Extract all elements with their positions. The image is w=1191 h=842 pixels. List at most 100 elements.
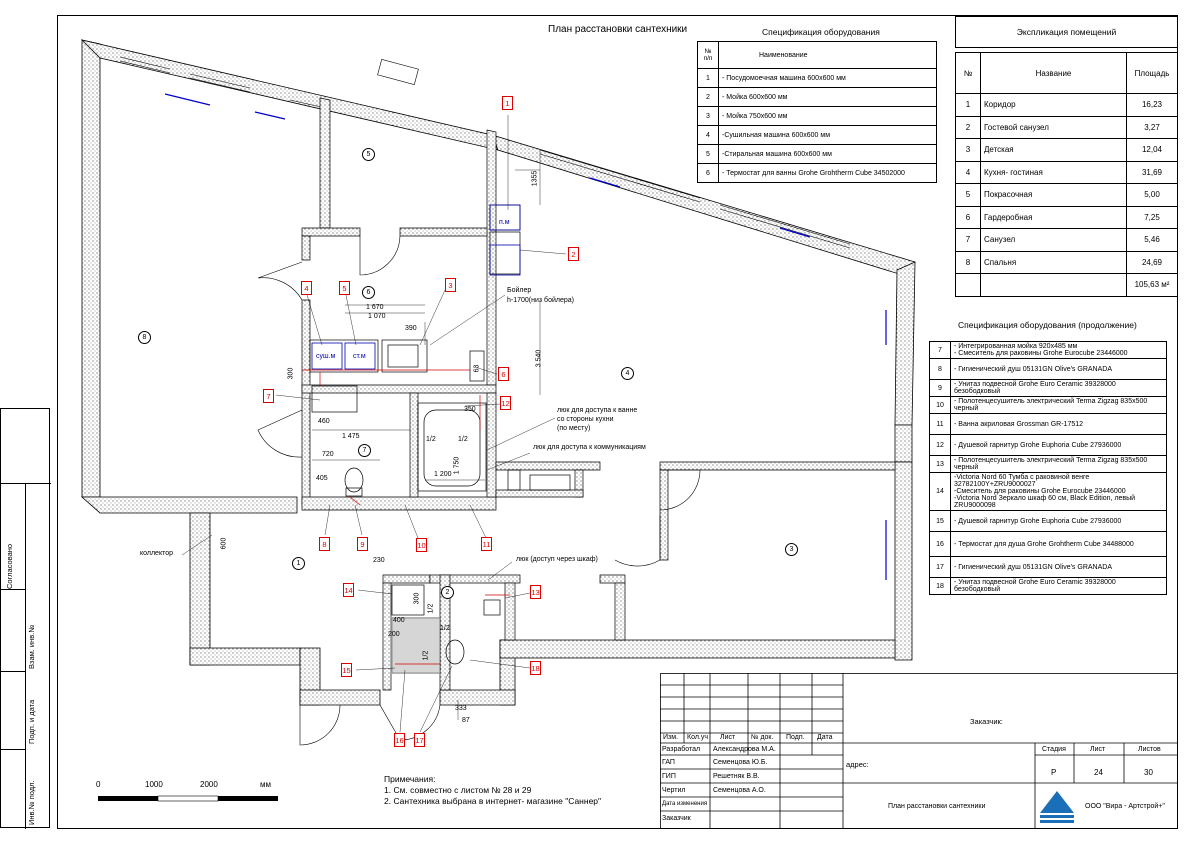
stamp-podp: Подп. bbox=[786, 734, 805, 741]
dim-390: 390 bbox=[405, 325, 417, 332]
stamp-gip-role: ГИП bbox=[662, 773, 676, 780]
stamp-developer-name: Александрова М.А. bbox=[713, 746, 776, 753]
label-washer: ст.м bbox=[353, 353, 366, 360]
expl-name: Санузел bbox=[980, 228, 1127, 252]
label-dishwasher: п.м bbox=[499, 219, 510, 226]
label-hatch-comm: люк для доступа к коммуникациям bbox=[533, 444, 646, 451]
dim-230: 230 bbox=[373, 557, 385, 564]
expl-col-name: Название bbox=[980, 52, 1127, 94]
stamp-stage: Р bbox=[1051, 768, 1057, 777]
dim-half-1: 1/2 bbox=[426, 436, 436, 443]
spec1-no: 2 bbox=[697, 87, 719, 107]
tag-3: 3 bbox=[445, 278, 456, 292]
spec1-no: 6 bbox=[697, 163, 719, 183]
leader-lines bbox=[181, 115, 567, 733]
scale-tick-2000: 2000 bbox=[200, 780, 218, 789]
room-number-4: 4 bbox=[621, 367, 634, 380]
tag-1: 1 bbox=[502, 96, 513, 110]
spec2-name: - Полотенцесушитель электрический Terma … bbox=[950, 455, 1167, 473]
expl-area: 24,69 bbox=[1126, 250, 1178, 274]
expl-name: Кухня- гостиная bbox=[980, 160, 1127, 184]
stamp-company: ООО "Вира - Артстрой+" bbox=[1085, 803, 1165, 810]
expl-no: 6 bbox=[955, 205, 981, 229]
drawing-frame bbox=[57, 15, 1178, 829]
expl-area: 16,23 bbox=[1126, 93, 1178, 117]
spec1-col-name: Наименование bbox=[718, 41, 937, 69]
stamp-stage-header: Стадия bbox=[1042, 746, 1066, 753]
stamp-doc-title: План расстановки сантехники bbox=[888, 803, 986, 810]
spec2-name: - Интегрированная мойка 920х485 мм - Сме… bbox=[950, 341, 1167, 359]
notes: Примечания: 1. См. совместно с листом № … bbox=[384, 774, 601, 807]
spec2-no: 7 bbox=[929, 341, 951, 359]
stamp-drafter-role: Чертил bbox=[662, 787, 686, 794]
radiators bbox=[164, 93, 887, 580]
spec1-col-no: № п/п bbox=[697, 41, 719, 69]
dim-1670: 1 670 bbox=[366, 304, 384, 311]
spec1-name: - Посудомоечная машина 600х600 мм bbox=[718, 68, 937, 88]
expl-name: Покрасочная bbox=[980, 183, 1127, 207]
spec1-no: 4 bbox=[697, 125, 719, 145]
tag-2: 2 bbox=[568, 247, 579, 261]
spec1-title: Спецификация оборудования bbox=[762, 27, 880, 37]
dim-720: 720 bbox=[322, 451, 334, 458]
expl-area: 31,69 bbox=[1126, 160, 1178, 184]
spec2-name: - Полотенцесушитель электрический Terma … bbox=[950, 396, 1167, 414]
stamp-gap-role: ГАП bbox=[662, 759, 675, 766]
room-number-2: 2 bbox=[441, 586, 454, 599]
dim-400: 400 bbox=[393, 617, 405, 624]
expl-area: 5,00 bbox=[1126, 183, 1178, 207]
expl-name: Коридор bbox=[980, 93, 1127, 117]
outer-walls bbox=[80, 39, 916, 706]
spec2-name: -Victoria Nord 60 Тумба с раковиной венг… bbox=[950, 472, 1167, 511]
expl-no: 1 bbox=[955, 93, 981, 117]
dim-half-2: 1/2 bbox=[458, 436, 468, 443]
expl-col-area: Площадь bbox=[1126, 52, 1178, 94]
label-collector: коллектор bbox=[140, 550, 173, 557]
interior-walls bbox=[301, 97, 896, 691]
stamp-address: адрес: bbox=[846, 760, 869, 769]
spec2-name: - Ванна акриловая Grossman GR-17512 bbox=[950, 413, 1167, 435]
room-number-5: 5 bbox=[362, 148, 375, 161]
spec2-no: 15 bbox=[929, 510, 951, 532]
spec1-no: 3 bbox=[697, 106, 719, 126]
side-replaced-inv: Взам. инв.№ bbox=[27, 624, 36, 669]
blue-units bbox=[311, 204, 521, 370]
stamp-list: Лист bbox=[720, 734, 736, 741]
spec2-table: 7- Интегрированная мойка 920х485 мм - См… bbox=[929, 341, 1167, 595]
spec2-no: 13 bbox=[929, 455, 951, 473]
stamp-ndok: № док. bbox=[751, 734, 774, 741]
side-agreed: Согласовано bbox=[5, 543, 14, 589]
spec2-no: 9 bbox=[929, 379, 951, 397]
notes-line-2: 2. Сантехника выбрана в интернет- магази… bbox=[384, 796, 602, 806]
tag-6: 6 bbox=[498, 367, 509, 381]
scale-tick-1000: 1000 bbox=[145, 780, 163, 789]
side-sign-date: Подп. и дата bbox=[27, 699, 36, 744]
notes-title: Примечания: bbox=[384, 774, 436, 784]
dim-460: 460 bbox=[318, 418, 330, 425]
dim-half-4: 1/2 bbox=[440, 625, 450, 632]
spec2-no: 16 bbox=[929, 531, 951, 557]
dim-1750: 1 750 bbox=[453, 456, 461, 475]
label-hatch-closet: люк (доступ через шкаф) bbox=[516, 556, 598, 563]
stamp-kol: Кол.уч bbox=[687, 734, 708, 741]
spec2-name: - Унитаз подвесной Grohe Euro Ceramic 39… bbox=[950, 577, 1167, 595]
expl-area: 12,04 bbox=[1126, 138, 1178, 162]
shower-zone bbox=[390, 617, 440, 674]
label-dryer: суш.м bbox=[316, 353, 336, 360]
label-boiler: Бойлер bbox=[507, 287, 532, 294]
dim-300-b: 300 bbox=[413, 592, 421, 605]
scale-tick-0: 0 bbox=[96, 780, 101, 789]
spec1-name: - Мойка 750х600 мм bbox=[718, 106, 937, 126]
label-hatch-bath-2: со стороны кухни bbox=[557, 416, 614, 423]
side-inv-original: Инв.№ подл. bbox=[27, 780, 36, 825]
tag-15: 15 bbox=[341, 663, 352, 677]
spec2-name: - Гигиенический душ 05131GN Olive's GRAN… bbox=[950, 556, 1167, 578]
windows bbox=[119, 56, 851, 249]
stamp-customer-role: Заказчик bbox=[662, 815, 691, 822]
stamp-change-date: Дата изменения bbox=[662, 801, 708, 807]
stamp-developer-role: Разработал bbox=[662, 746, 701, 753]
dim-405: 405 bbox=[316, 475, 328, 482]
room-number-7: 7 bbox=[358, 444, 371, 457]
spec1-no: 1 bbox=[697, 68, 719, 88]
